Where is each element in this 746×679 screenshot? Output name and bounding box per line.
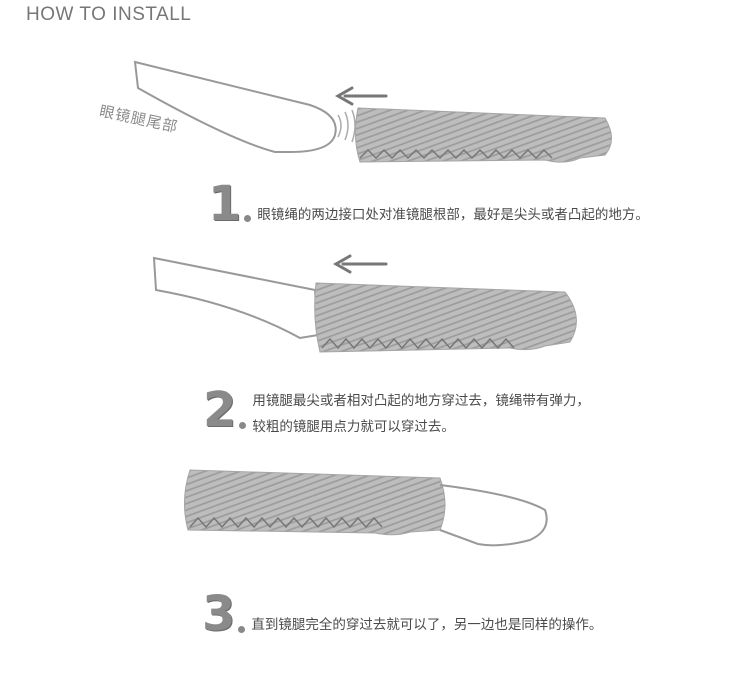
step-text: 用镜腿最尖或者相对凸起的地方穿过去，镜绳带有弹力，: [252, 393, 590, 409]
arrow-left-icon: [332, 254, 388, 274]
step-number: 2: [203, 382, 237, 438]
step-2: 2 用镜腿最尖或者相对凸起的地方穿过去，镜绳带有弹力， 较粗的镜腿用点力就可以穿…: [203, 386, 590, 440]
cord-stitch: [359, 148, 553, 160]
step-text: 眼镜绳的两边接口处对准镜腿根部，最好是尖头或者凸起的地方。: [257, 207, 649, 223]
bullet-dot: [244, 215, 252, 222]
step-1: 1 眼镜绳的两边接口处对准镜腿根部，最好是尖头或者凸起的地方。: [208, 180, 649, 228]
step-text: 较粗的镜腿用点力就可以穿过去。: [252, 419, 455, 435]
page-title: HOW TO INSTALL: [26, 4, 192, 25]
temple-tip: [439, 484, 548, 547]
cord-end: [354, 107, 612, 163]
bullet-dot: [239, 422, 247, 429]
step-number: 1: [208, 176, 242, 232]
bullet-dot: [238, 626, 246, 633]
motion-lines: [337, 109, 356, 143]
temple-tip: [152, 256, 320, 340]
cord-end: [184, 469, 446, 536]
temple-tip: [133, 60, 337, 153]
arrow-left-icon: [334, 86, 388, 106]
illustration-step-2: [152, 254, 577, 353]
cord-stitch: [189, 516, 383, 529]
cord-end: [314, 282, 577, 353]
illustration-step-3: [184, 469, 548, 547]
step-number: 3: [202, 586, 236, 642]
step-3: 3 直到镜腿完全的穿过去就可以了，另一边也是同样的操作。: [202, 590, 602, 638]
step-text: 直到镜腿完全的穿过去就可以了，另一边也是同样的操作。: [251, 617, 603, 633]
cord-stitch: [321, 337, 515, 350]
illustration-step-1: [133, 60, 612, 163]
